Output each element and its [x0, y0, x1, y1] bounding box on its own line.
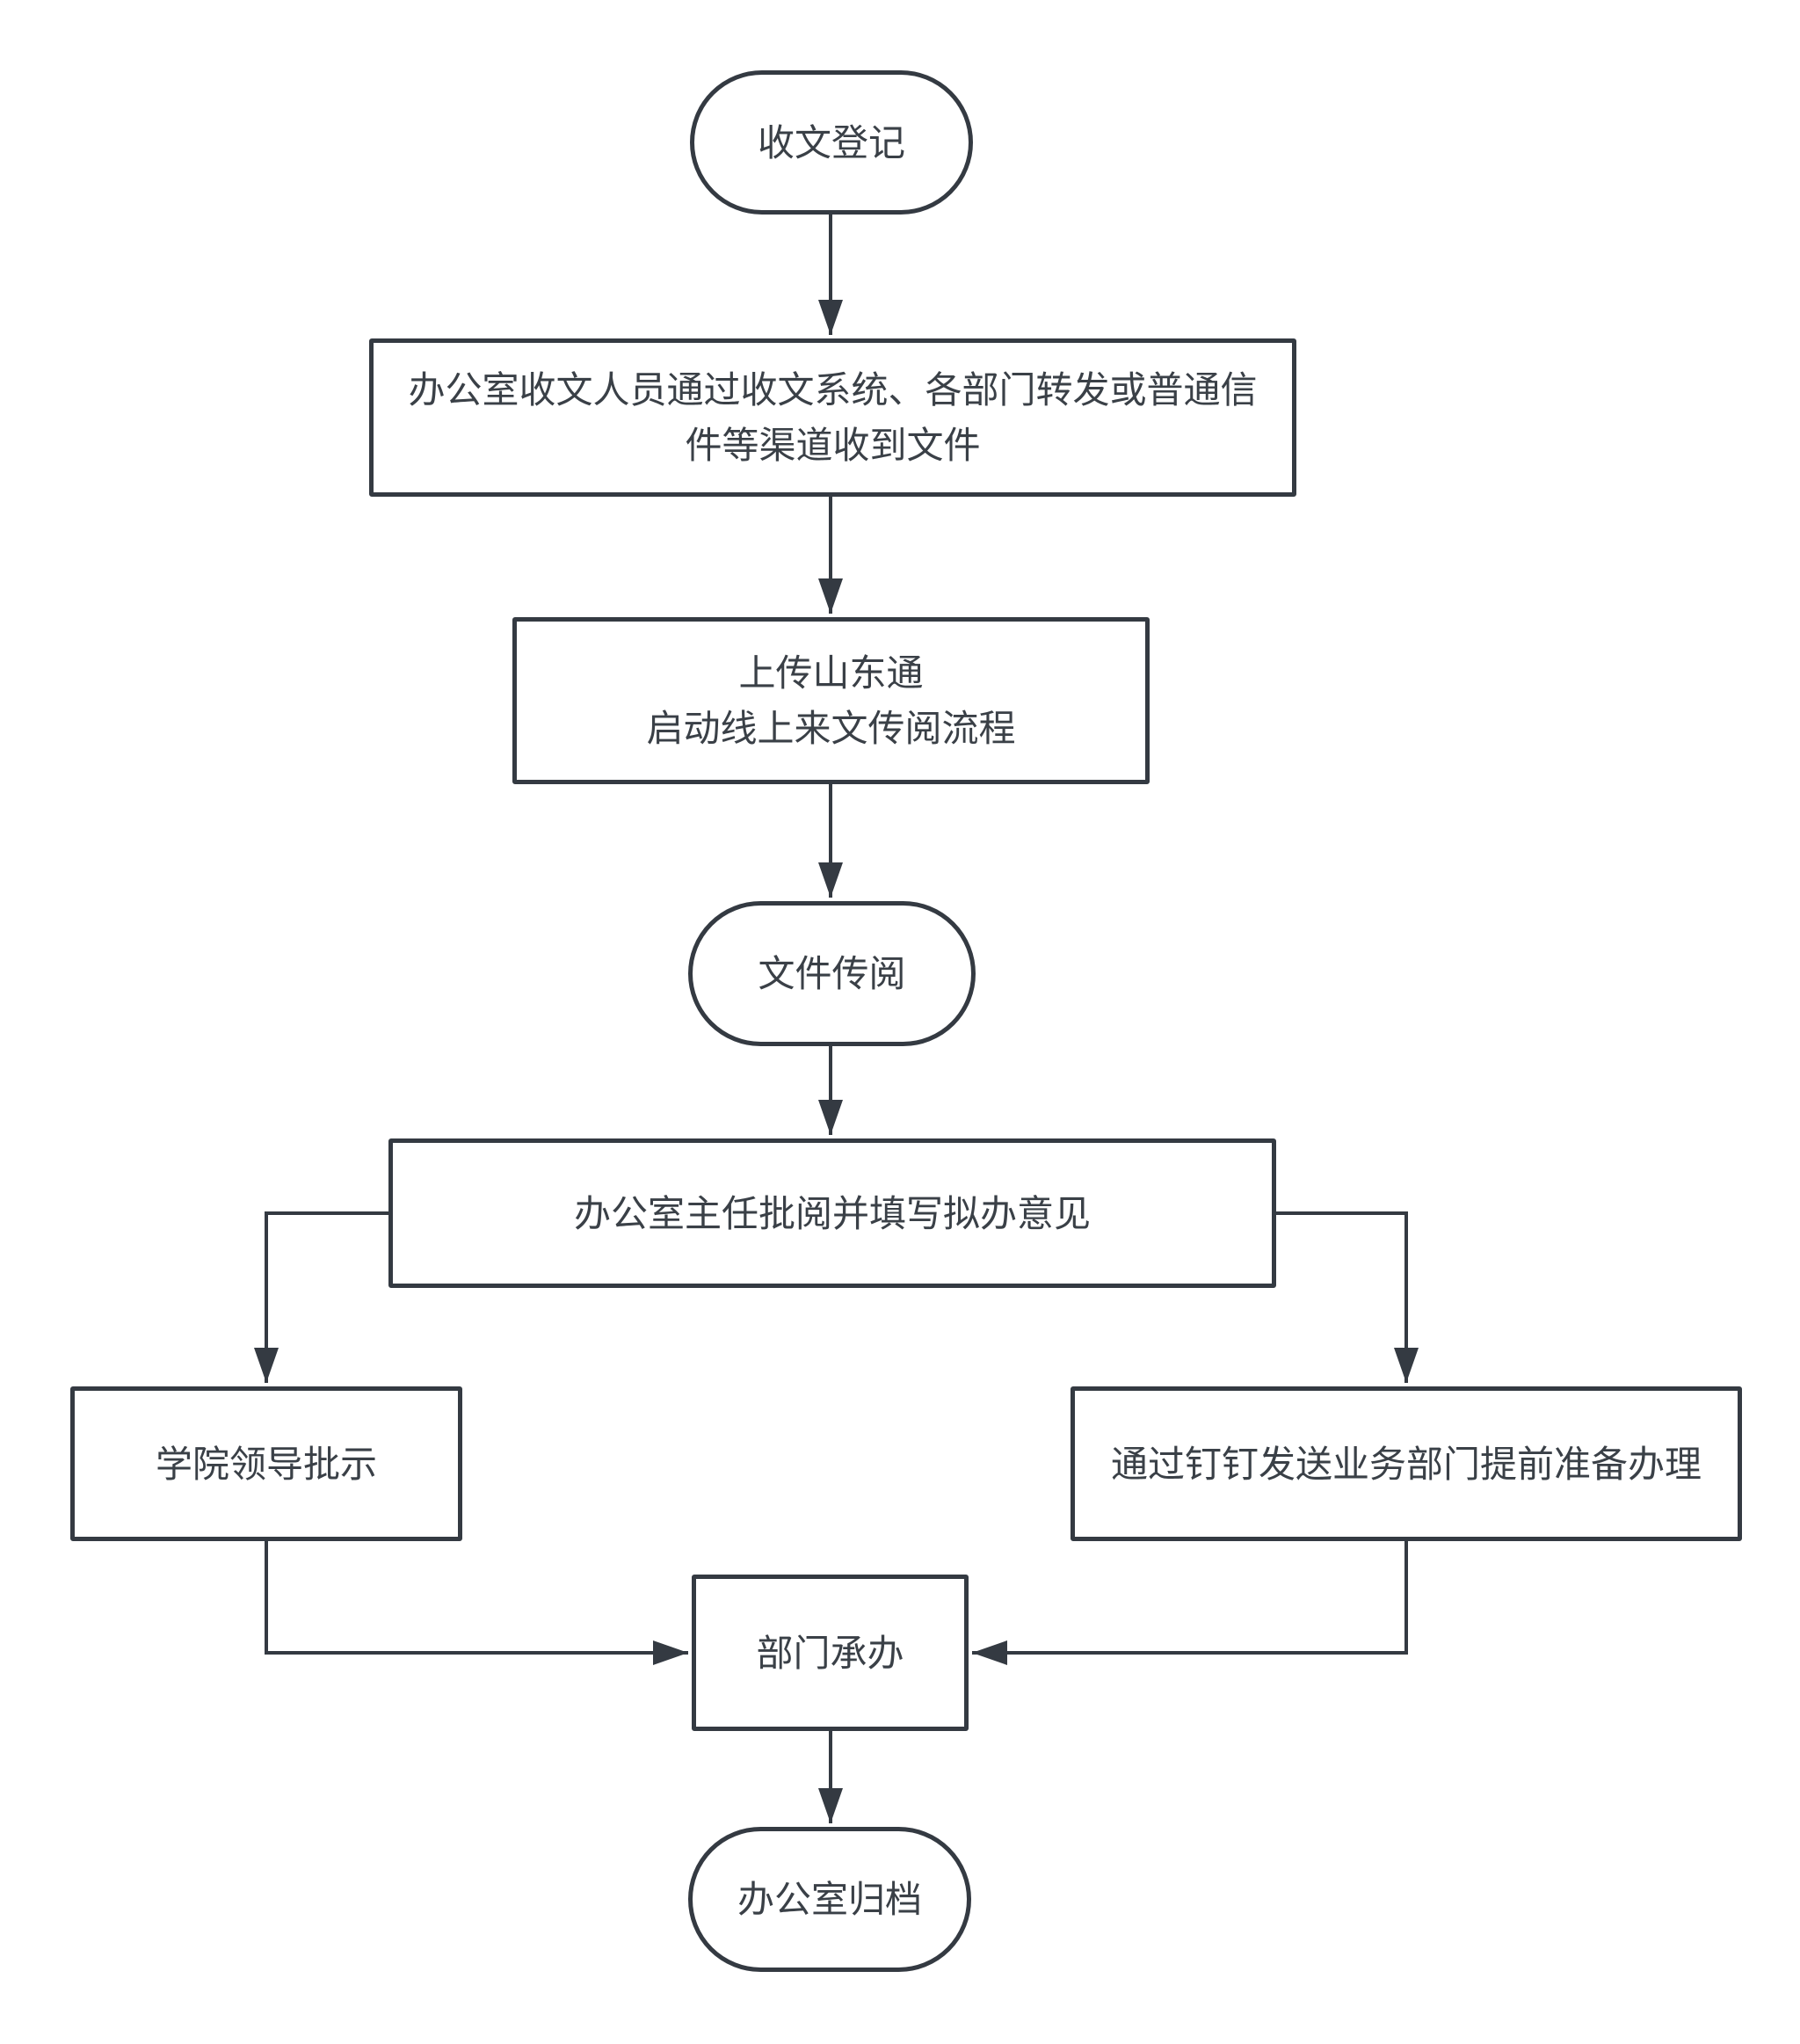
connector-review-to-dingtalk — [1276, 1211, 1419, 1383]
node-register-incoming-document: 收文登记 — [690, 70, 973, 215]
node-label: 上传山东通 启动线上来文传阅流程 — [646, 652, 1016, 749]
node-label: 文件传阅 — [758, 953, 906, 994]
connector-dingtalk-to-handling — [972, 1541, 1408, 1665]
node-upload-shandong-tong: 上传山东通 启动线上来文传阅流程 — [512, 617, 1150, 784]
node-office-receives-document: 办公室收文人员通过收文系统、各部门转发或普通信 件等渠道收到文件 — [369, 338, 1296, 497]
connector-review-to-leader — [254, 1211, 388, 1383]
node-document-circulation: 文件传阅 — [688, 901, 976, 1046]
node-office-archiving: 办公室归档 — [688, 1827, 971, 1972]
node-label: 学院领导批示 — [155, 1443, 377, 1485]
node-label: 办公室主任批阅并填写拟办意见 — [573, 1192, 1091, 1234]
node-college-leader-instruction: 学院领导批示 — [70, 1386, 462, 1541]
node-label: 办公室收文人员通过收文系统、各部门转发或普通信 件等渠道收到文件 — [408, 369, 1258, 466]
node-label: 部门承办 — [756, 1632, 904, 1674]
connector-leader-to-handling — [265, 1541, 688, 1665]
node-dingtalk-notify-departments: 通过钉钉发送业务部门提前准备办理 — [1071, 1386, 1742, 1541]
node-label: 办公室归档 — [737, 1879, 922, 1920]
node-office-director-review: 办公室主任批阅并填写拟办意见 — [388, 1138, 1276, 1288]
node-label: 通过钉钉发送业务部门提前准备办理 — [1110, 1443, 1702, 1485]
node-department-handling: 部门承办 — [692, 1575, 969, 1731]
node-label: 收文登记 — [757, 121, 905, 164]
